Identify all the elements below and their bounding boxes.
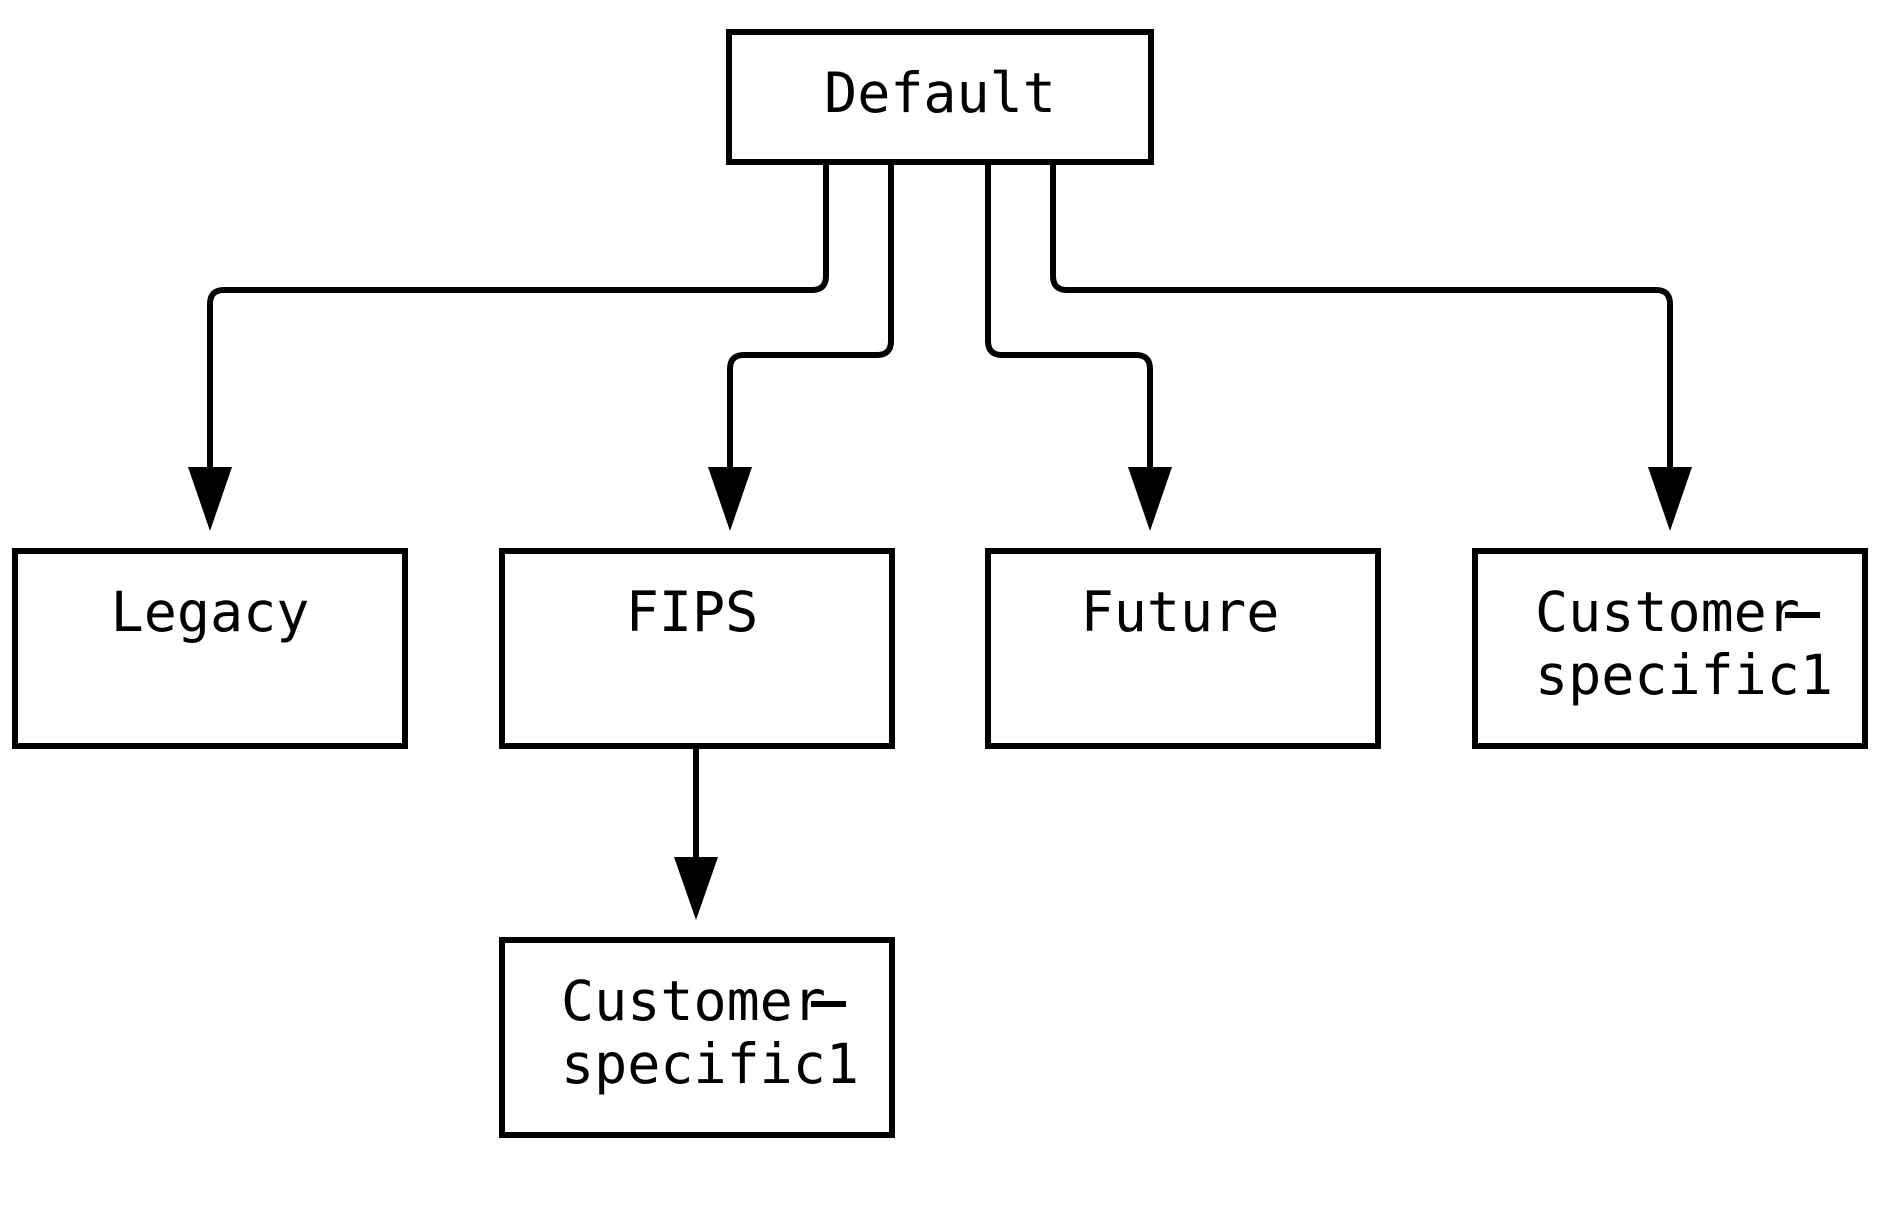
node-default-label: Default (824, 61, 1056, 125)
arrowhead-fips (708, 467, 752, 531)
edge-default-customer (1050, 163, 1673, 470)
edge-default-future (985, 163, 1153, 470)
node-customer-specific-fips: Customer specific1 (499, 937, 895, 1138)
node-customer-top-line1: Customer (1535, 580, 1800, 644)
node-legacy-label: Legacy (111, 580, 310, 644)
node-default: Default (726, 29, 1154, 165)
node-customer-top-line2: specific1 (1535, 643, 1833, 707)
node-legacy: Legacy (12, 548, 408, 749)
arrowhead-fips-customer (674, 857, 718, 920)
node-future: Future (985, 548, 1381, 749)
edge-default-legacy (207, 163, 829, 470)
node-future-label: Future (1081, 580, 1280, 644)
node-customer-fips-line1: Customer (561, 969, 826, 1033)
node-customer-specific-top: Customer specific1 (1472, 548, 1868, 749)
arrowhead-future (1128, 467, 1172, 531)
arrowhead-customer (1648, 467, 1692, 531)
arrowhead-legacy (188, 467, 232, 531)
node-fips-label: FIPS (626, 580, 758, 644)
node-fips: FIPS (499, 548, 895, 749)
node-customer-fips-line2: specific1 (561, 1032, 859, 1096)
edge-default-fips (727, 163, 894, 470)
